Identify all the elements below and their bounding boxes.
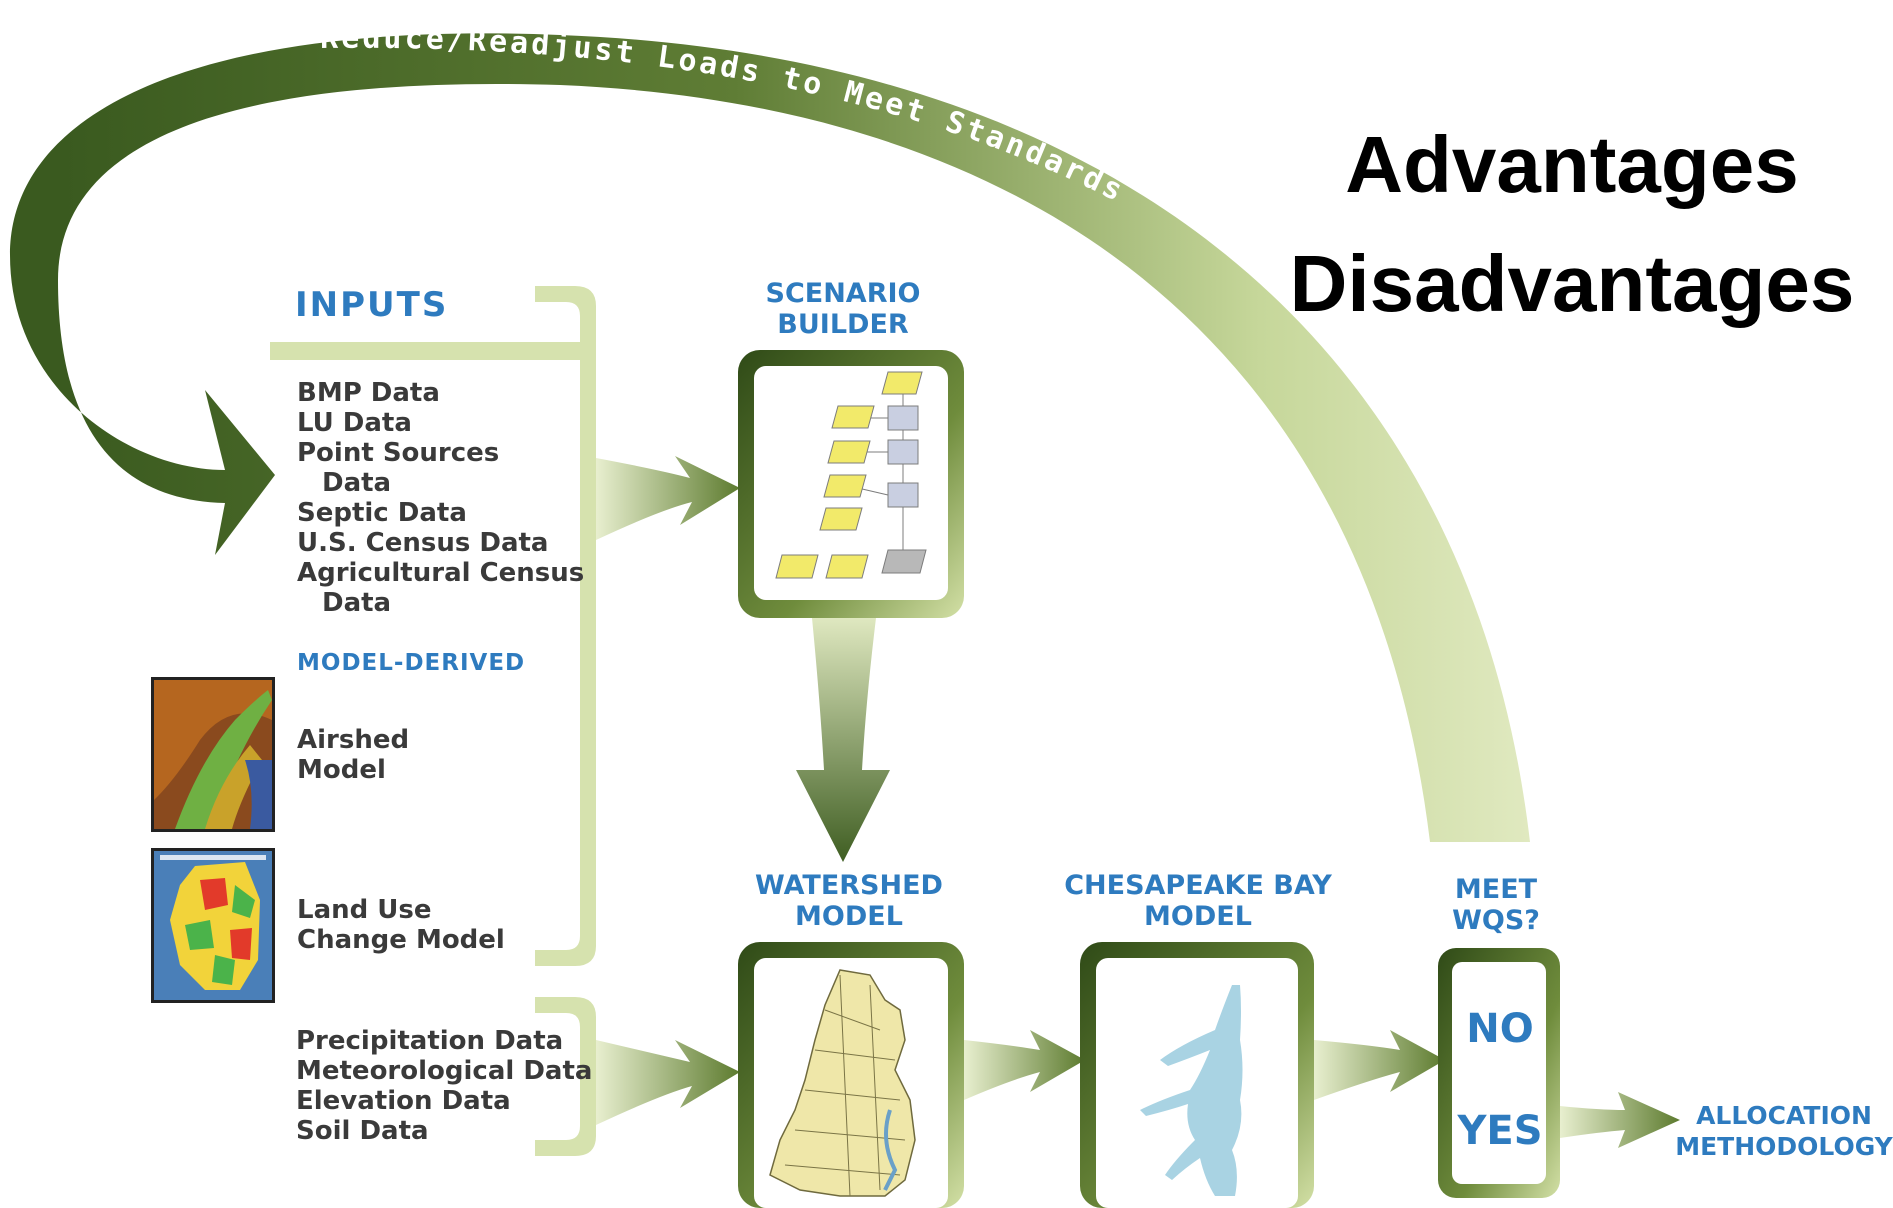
lower-inputs-to-watershed-arrow bbox=[596, 1040, 740, 1125]
meet-wqs-title-2: WQS? bbox=[1452, 905, 1540, 936]
watershed-model-title-1: WATERSHED bbox=[755, 870, 943, 901]
input-agricultural-census: Agricultural Census bbox=[297, 558, 584, 588]
watershed-map bbox=[769, 969, 916, 1197]
bay-to-wqs-arrow bbox=[1314, 1030, 1445, 1100]
input-point-sources: Point Sources bbox=[297, 438, 499, 468]
lower-inputs-bracket bbox=[535, 997, 596, 1156]
airshed-label-2: Model bbox=[297, 755, 386, 785]
meet-wqs-title-1: MEET bbox=[1455, 874, 1538, 905]
inputs-bracket bbox=[535, 286, 596, 966]
input-precipitation: Precipitation Data bbox=[296, 1026, 563, 1056]
inputs-to-scenario-arrow bbox=[596, 456, 740, 540]
wqs-yes-label: YES bbox=[1456, 1108, 1542, 1154]
lower-inputs-list: Precipitation Data Meteorological Data E… bbox=[296, 1026, 592, 1146]
input-census-data: U.S. Census Data bbox=[297, 528, 548, 558]
bay-model-box bbox=[1080, 942, 1314, 1208]
bay-model-title-1: CHESAPEAKE BAY bbox=[1064, 870, 1332, 901]
inputs-underline bbox=[270, 342, 590, 360]
title-advantages: Advantages bbox=[1345, 120, 1798, 209]
scenario-builder-title-2: BUILDER bbox=[777, 309, 909, 340]
inputs-list: BMP Data LU Data Point Sources Data Sept… bbox=[297, 378, 584, 618]
watershed-model-box bbox=[738, 942, 964, 1208]
allocation-title-1: ALLOCATION bbox=[1696, 1101, 1872, 1130]
land-use-map-thumbnail bbox=[151, 848, 275, 1003]
allocation-title-2: METHODOLOGY bbox=[1675, 1132, 1893, 1161]
watershed-bay-line bbox=[883, 1109, 898, 1191]
land-use-label-2: Change Model bbox=[297, 925, 505, 955]
airshed-label-1: Airshed bbox=[297, 725, 409, 755]
watershed-model-title-2: MODEL bbox=[795, 901, 903, 932]
scenario-to-watershed-arrow bbox=[796, 618, 890, 862]
model-derived-heading: MODEL-DERIVED bbox=[297, 650, 525, 676]
yes-to-allocation-arrow bbox=[1560, 1092, 1680, 1148]
input-bmp-data: BMP Data bbox=[297, 378, 440, 408]
input-point-sources-cont: Data bbox=[322, 468, 391, 498]
title-disadvantages: Disadvantages bbox=[1290, 239, 1855, 328]
flowchart-thumbnail bbox=[775, 371, 927, 579]
input-lu-data: LU Data bbox=[297, 408, 412, 438]
input-septic-data: Septic Data bbox=[297, 498, 467, 528]
feedback-arrow bbox=[10, 33, 1530, 843]
bay-map bbox=[1140, 985, 1243, 1196]
watershed-map-lines bbox=[784, 974, 906, 1197]
input-meteorological: Meteorological Data bbox=[296, 1056, 592, 1086]
land-use-label-1: Land Use bbox=[297, 895, 432, 925]
wqs-no-label: NO bbox=[1466, 1006, 1533, 1052]
input-agricultural-census-cont: Data bbox=[322, 588, 391, 618]
meet-wqs-box bbox=[1438, 948, 1560, 1198]
scenario-builder-title-1: SCENARIO bbox=[766, 278, 921, 309]
input-soil: Soil Data bbox=[296, 1116, 429, 1146]
airshed-map-thumbnail bbox=[151, 677, 275, 832]
inputs-heading: INPUTS bbox=[295, 285, 448, 325]
watershed-to-bay-arrow bbox=[964, 1030, 1085, 1100]
scenario-builder-box bbox=[738, 350, 964, 618]
bay-model-title-2: MODEL bbox=[1144, 901, 1252, 932]
input-elevation: Elevation Data bbox=[296, 1086, 511, 1116]
